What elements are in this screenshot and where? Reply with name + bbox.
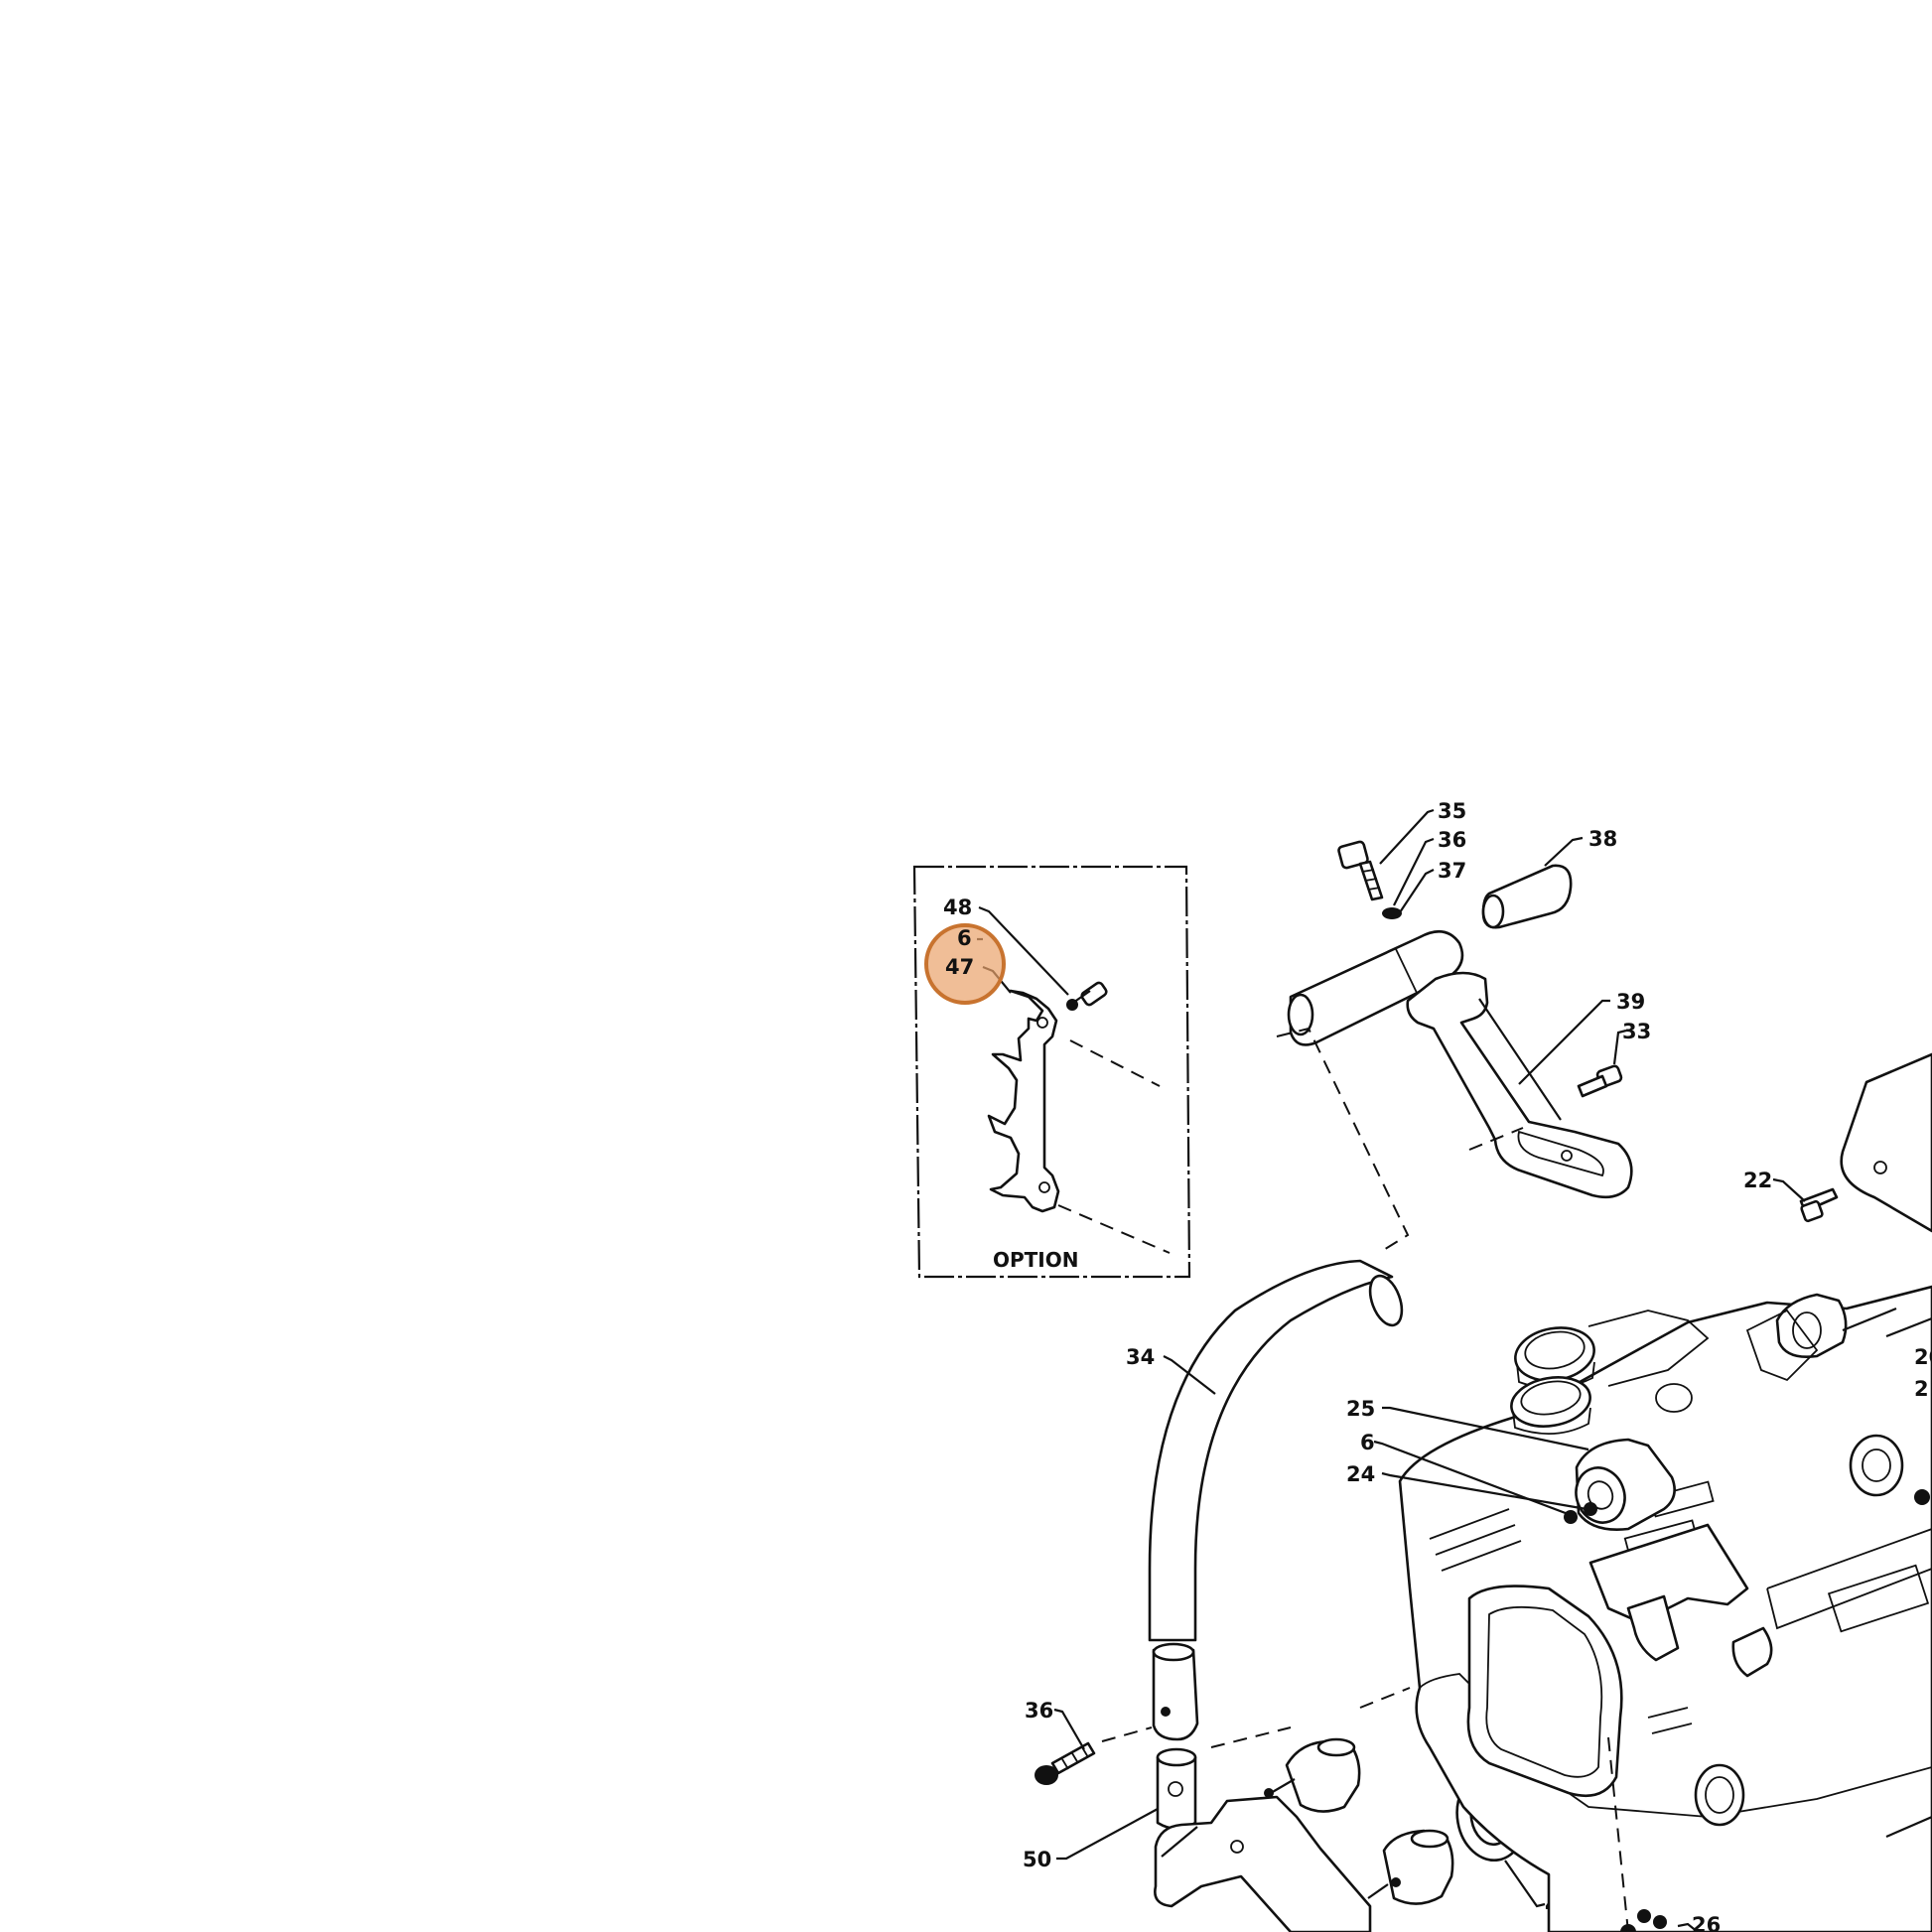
leader-38 xyxy=(1544,836,1584,867)
screw-22-part xyxy=(1799,1187,1839,1223)
screw-36-part xyxy=(1035,1741,1096,1785)
leader-36 xyxy=(1393,837,1435,906)
top-handle-tube-part xyxy=(1287,929,1464,1046)
callout-33: 33 xyxy=(1622,1020,1651,1043)
rubber-buffer-part xyxy=(1367,1829,1454,1905)
callout-35: 35 xyxy=(1438,799,1466,823)
callout-22: 22 xyxy=(1743,1169,1772,1192)
leader-48 xyxy=(978,905,1069,996)
spike-bolt-hole-bottom xyxy=(1038,1181,1050,1193)
projection-line xyxy=(1359,1687,1411,1709)
rubber-buffer-part xyxy=(1264,1737,1361,1813)
callout-34: 34 xyxy=(1126,1345,1155,1369)
leader-26 xyxy=(1677,1922,1699,1932)
leader-41 xyxy=(1504,1860,1546,1908)
leader-37 xyxy=(1397,869,1435,916)
nut-50-part xyxy=(1156,1747,1197,1831)
cover-screw-hole xyxy=(1873,1161,1887,1174)
projection-line xyxy=(1276,1027,1410,1252)
screw-35-part xyxy=(1337,840,1402,919)
callout-48: 48 xyxy=(943,896,972,919)
trigger-handle-39-part xyxy=(1406,971,1633,1199)
bucking-spike-part xyxy=(987,989,1060,1213)
leader-33 xyxy=(1612,1029,1627,1065)
air-filter-cover-part xyxy=(1840,1052,1932,1233)
screw-48-part xyxy=(1066,981,1108,1011)
callout-36: 36 xyxy=(1438,828,1466,852)
callout-38: 38 xyxy=(1588,827,1617,851)
projection-line xyxy=(1069,1039,1161,1087)
projection-line xyxy=(1607,1736,1629,1932)
option-box: OPTION xyxy=(912,865,1191,1279)
callout-6b: 6 xyxy=(1360,1431,1375,1454)
callout-36b: 36 xyxy=(1025,1699,1053,1723)
handle-bracket-part xyxy=(1154,1795,1372,1932)
callout-37: 37 xyxy=(1438,859,1466,883)
callout-6: 6 xyxy=(957,926,972,950)
callout-24: 24 xyxy=(1346,1462,1375,1486)
grip-38-part xyxy=(1481,864,1573,929)
option-label: OPTION xyxy=(993,1248,1078,1272)
leader-24 xyxy=(1381,1471,1587,1511)
option-box-border xyxy=(912,865,1191,1279)
leader-39 xyxy=(1518,999,1610,1085)
leader-50 xyxy=(1056,1808,1159,1861)
projection-line xyxy=(1468,1127,1524,1151)
callout-39: 39 xyxy=(1616,990,1645,1014)
leader-6b xyxy=(1373,1440,1572,1517)
projection-line xyxy=(1101,1726,1153,1742)
highlight-marker[interactable] xyxy=(924,923,1006,1005)
leader-36b xyxy=(1053,1708,1085,1750)
callout-25: 25 xyxy=(1346,1397,1375,1421)
handle-bar-34-part xyxy=(1148,1259,1404,1741)
callout-26: 26 xyxy=(1692,1913,1721,1932)
leader-22 xyxy=(1772,1177,1806,1202)
projection-line xyxy=(1057,1204,1171,1254)
leader-34 xyxy=(1163,1355,1216,1395)
leader-25 xyxy=(1382,1406,1589,1451)
projection-line xyxy=(1210,1726,1292,1748)
callout-21: 21 xyxy=(1914,1377,1932,1401)
callout-20: 20 xyxy=(1914,1345,1932,1369)
callout-50: 50 xyxy=(1023,1848,1051,1871)
engine-housing-part xyxy=(1398,1285,1932,1932)
screw-33-part xyxy=(1577,1064,1623,1098)
leader-35 xyxy=(1379,808,1435,865)
spike-bolt-hole-top xyxy=(1036,1017,1048,1029)
callout-47: 47 xyxy=(945,955,974,979)
